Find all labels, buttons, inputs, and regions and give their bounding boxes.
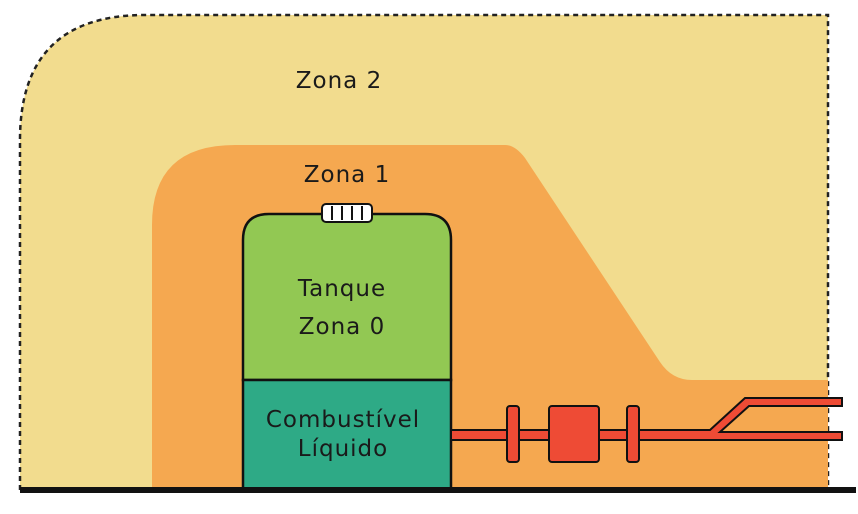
tank-vapor-space bbox=[241, 212, 453, 382]
pipe-flange-left bbox=[506, 405, 520, 463]
ground-line bbox=[20, 487, 856, 493]
tank-title-line1: Tanque bbox=[297, 276, 386, 302]
zone-1-label: Zona 1 bbox=[304, 162, 390, 188]
tank-liquid bbox=[241, 378, 453, 492]
liquid-label-line2: Líquido bbox=[298, 436, 388, 462]
pipe-line bbox=[450, 397, 843, 463]
tank-title-line2: Zona 0 bbox=[299, 314, 385, 340]
tank-vent-icon bbox=[321, 203, 373, 223]
pipe-flange-right bbox=[626, 405, 640, 463]
liquid-label-line1: Combustível bbox=[266, 407, 420, 433]
zone-2-label: Zona 2 bbox=[296, 68, 382, 94]
pump-icon bbox=[548, 405, 600, 463]
